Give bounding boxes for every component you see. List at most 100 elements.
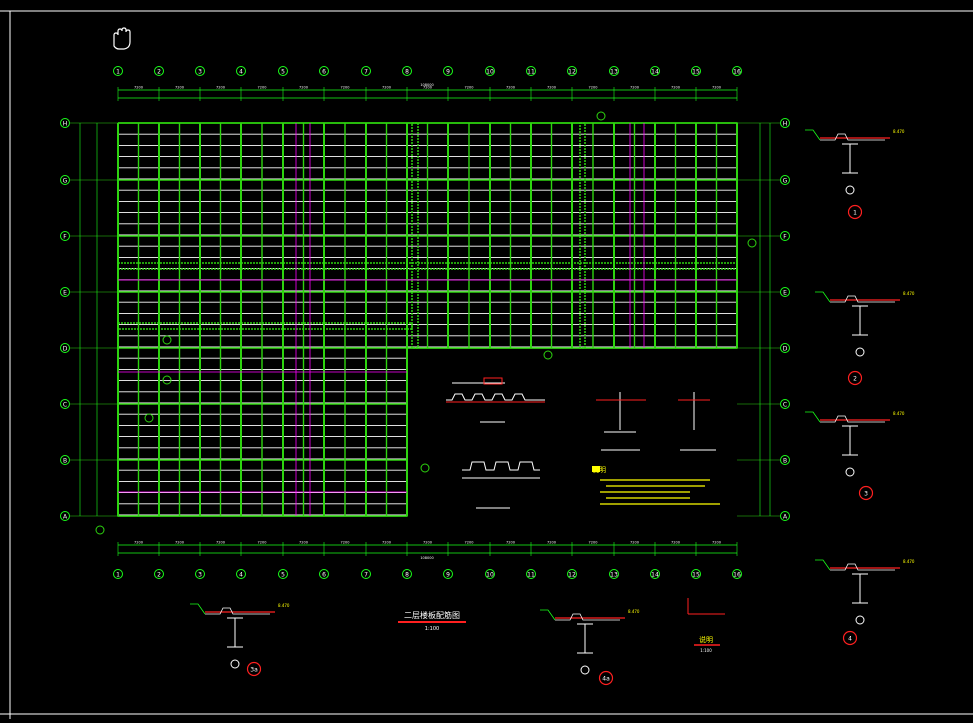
elevation-text: 8.470 [903, 291, 915, 296]
strip-band [117, 322, 413, 330]
axis-bubble-top-10 [485, 66, 495, 76]
dim-text: 7200 [712, 86, 721, 90]
leader-line [805, 129, 821, 141]
axis-bubble-bottom-2 [154, 569, 164, 579]
axis-bubble-top-1 [113, 66, 123, 76]
axis-bubble-bottom-7 [361, 569, 371, 579]
dim-text: 7200 [382, 86, 391, 90]
axis-bubble-left-G [60, 175, 70, 185]
dim-text: 7200 [465, 86, 474, 90]
axis-bubble-top-6 [319, 66, 329, 76]
dim-text: 7200 [341, 86, 350, 90]
axis-label-right: A [783, 514, 788, 521]
dim-text: 7200 [341, 541, 350, 545]
deck-profile-detail-a [446, 377, 545, 423]
overall-dim-text: 108000 [420, 556, 433, 560]
axis-bubble-left-H [60, 118, 70, 128]
axis-label-right: F [783, 234, 787, 241]
elevation-text: 8.470 [628, 609, 640, 614]
callout-circle [95, 525, 105, 535]
dim-text: 7200 [589, 541, 598, 545]
axis-bubble-top-3 [195, 66, 205, 76]
axis-label-left: G [63, 178, 68, 185]
leader-line [805, 411, 821, 423]
detail-bubble [858, 485, 874, 501]
axis-bubble-right-G [780, 175, 790, 185]
drawing-scale: 1:100 [425, 626, 439, 632]
axis-bubble-top-16 [732, 66, 742, 76]
section-detail-3a: 8.470 3a [190, 603, 290, 677]
axis-label-top: 14 [651, 69, 659, 76]
axis-label-top: 7 [364, 69, 368, 76]
axis-label-right: G [783, 178, 788, 185]
dim-text: 7200 [216, 86, 225, 90]
drawing-title: 二层楼板配筋图 [404, 610, 460, 620]
axis-label-left: C [63, 402, 67, 409]
dim-text: 7200 [712, 541, 721, 545]
detail-label: 4a [602, 676, 610, 683]
dim-text: 7200 [671, 86, 680, 90]
callout-circle [543, 350, 553, 360]
axis-bubble-bottom-11 [526, 569, 536, 579]
axis-label-top: 1 [116, 69, 120, 76]
stud-detail-2 [678, 392, 716, 451]
axis-bubble-top-14 [650, 66, 660, 76]
dim-text: 7200 [630, 541, 639, 545]
axis-bubble-top-5 [278, 66, 288, 76]
section-detail-4a: 8.470 4a [540, 609, 640, 686]
callout-circle [162, 375, 172, 385]
axis-bubble-bottom-10 [485, 569, 495, 579]
axis-label-bottom: 15 [692, 572, 700, 579]
legend-scale: 1:100 [700, 648, 712, 653]
dim-text: 7200 [134, 86, 143, 90]
axis-label-bottom: 9 [446, 572, 450, 579]
dim-text: 7200 [506, 541, 515, 545]
deck-profile [205, 607, 270, 615]
axis-bubble-right-H [780, 118, 790, 128]
axis-bubble-left-F [60, 231, 70, 241]
stud-detail-1 [596, 392, 646, 451]
axis-label-left: H [63, 121, 68, 128]
axis-bubble-top-11 [526, 66, 536, 76]
axis-label-bottom: 5 [281, 572, 285, 579]
axis-label-bottom: 13 [610, 572, 618, 579]
detail-label: 4 [848, 636, 852, 643]
dim-text: 7200 [299, 86, 308, 90]
dim-text: 7200 [134, 541, 143, 545]
axis-bubble-left-C [60, 399, 70, 409]
detail-label: 3a [250, 667, 258, 674]
elevation-text: 8.470 [278, 603, 290, 608]
detail-pin [855, 615, 865, 625]
elevation-text: 8.470 [893, 411, 905, 416]
legend-title: 说明 [699, 635, 713, 644]
pan-hand-icon[interactable] [113, 27, 131, 50]
axis-label-right: D [783, 346, 788, 353]
axis-bubble-left-B [60, 455, 70, 465]
axis-label-bottom: 2 [157, 572, 161, 579]
dim-text: 7200 [216, 541, 225, 545]
axis-label-top: 13 [610, 69, 618, 76]
strip-band-vertical [411, 122, 419, 349]
axis-label-right: H [783, 121, 788, 128]
detail-label: 1 [853, 210, 857, 217]
axis-bubble-bottom-15 [691, 569, 701, 579]
axis-label-bottom: 1 [116, 572, 120, 579]
dim-text: 7200 [423, 86, 432, 90]
legend-title-block: 说明 1:100 [687, 598, 725, 653]
axis-label-top: 2 [157, 69, 161, 76]
deck-profile [555, 613, 620, 621]
leader-line [540, 609, 556, 621]
axis-label-top: 10 [486, 69, 494, 76]
callout-circle [596, 111, 606, 121]
axis-bubble-right-A [780, 511, 790, 521]
axis-bubble-top-15 [691, 66, 701, 76]
detail-pin [845, 467, 855, 477]
deck-profile-detail-b [462, 461, 540, 509]
axis-bubble-left-A [60, 511, 70, 521]
